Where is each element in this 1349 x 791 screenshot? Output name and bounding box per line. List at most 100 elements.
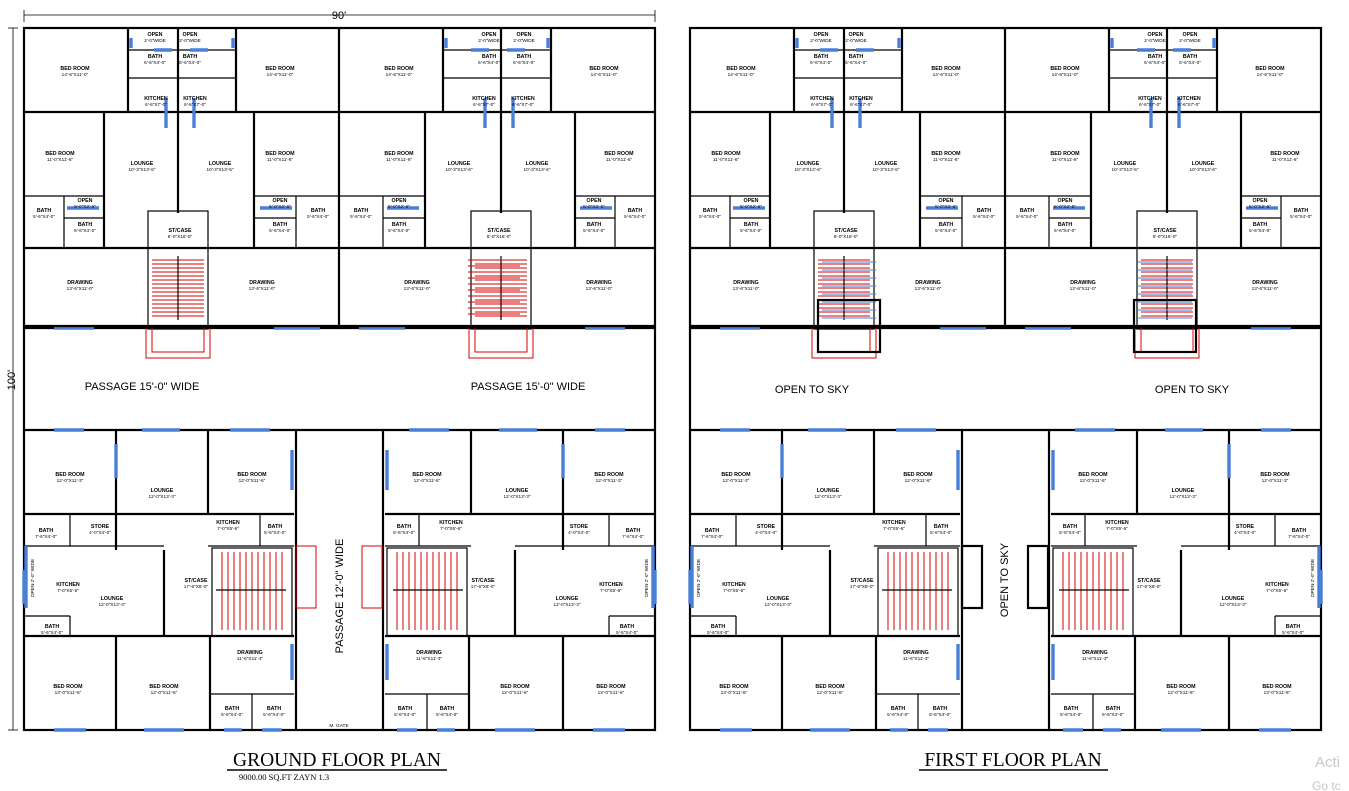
room-name-label: BATH	[1058, 222, 1072, 228]
room-dimension-label: 5'-6"X4'-0"	[1059, 530, 1081, 535]
room-name-label: DRAWING	[586, 280, 612, 286]
room-dimension-label: 12'-0"X11'-6"	[905, 478, 932, 483]
room-dimension-label: 2'-0"WIDE	[845, 38, 867, 43]
room-dimension-label: 5'-6"X4'-0"	[1282, 630, 1304, 635]
room-name-label: KITCHEN	[439, 520, 463, 526]
room-dimension-label: 13'-6"X11'-0"	[249, 286, 276, 291]
room-dimension-label: 5'-6"X4'-0"	[935, 228, 957, 233]
room-dimension-label: 12'-0"X13'-3"	[148, 494, 175, 499]
room-dimension-label: 12'-0"X13'-3"	[553, 602, 580, 607]
room-dimension-label: 7'-0"X5'-6"	[217, 526, 239, 531]
room-dimension-label: 2'-0"WIDE	[1179, 38, 1201, 43]
activation-watermark-line2: Go tc	[1312, 779, 1341, 791]
room-name-label: DRAWING	[416, 650, 442, 656]
room-dimension-label: 14'-6"X11'-0"	[728, 72, 755, 77]
room-name-label: OPEN	[938, 198, 953, 204]
room-dimension-label: 12'-0"X13'-3"	[814, 494, 841, 499]
room-name-label: BED ROOM	[1050, 66, 1080, 72]
room-name-label: LOUNGE	[875, 161, 898, 167]
room-dimension-label: 5'-6"X4'-0"	[478, 60, 500, 65]
room-name-label: KITCHEN	[722, 582, 746, 588]
room-name-label: BATH	[148, 54, 162, 60]
room-name-label: ST/CASE	[835, 228, 858, 234]
room-dimension-label: 5'-6"X4'-0"	[263, 712, 285, 717]
room-dimension-label: 5'-6"X4'-0"	[436, 712, 458, 717]
room-dimension-label: 13'-0"X11'-6"	[598, 690, 625, 695]
room-name-label: LOUNGE	[797, 161, 820, 167]
room-name-label: BATH	[268, 524, 282, 530]
room-name-label: BATH	[397, 524, 411, 530]
room-dimension-label: 6'-6"X4'-0"	[144, 60, 166, 65]
room-name-label: KITCHEN	[882, 520, 906, 526]
room-name-label: BED ROOM	[237, 472, 267, 478]
room-dimension-label: 5'-0"X2'-6"	[1249, 204, 1271, 209]
room-dimension-label: 13'-6"X11'-0"	[1070, 286, 1097, 291]
room-name-label: DRAWING	[1082, 650, 1108, 656]
room-dimension-label: 2'-0"WIDE	[179, 38, 201, 43]
room-dimension-label: 14'-6"X11'-0"	[1052, 72, 1079, 77]
room-name-label: OPEN	[77, 198, 92, 204]
room-name-label: BATH	[849, 54, 863, 60]
room-dimension-label: 5'-6"X4'-0"	[269, 228, 291, 233]
room-name-label: BATH	[711, 624, 725, 630]
room-name-label: BATH	[37, 208, 51, 214]
room-dimension-label: 10'-3"X13'-6"	[1111, 167, 1138, 172]
room-dimension-label: 7'-6"X4'-0"	[622, 534, 644, 539]
room-dimension-label: 12'-0"X11'-6"	[817, 690, 844, 695]
room-dimension-label: 11'-0"X11'-6"	[47, 157, 74, 162]
room-dimension-label: 10'-3"X13'-6"	[445, 167, 472, 172]
room-name-label: BATH	[39, 528, 53, 534]
room-dimension-label: 12'-0"X11'-3"	[57, 478, 84, 483]
room-name-label: BED ROOM	[384, 151, 414, 157]
room-dimension-label: 5'-6"X4'-0"	[930, 530, 952, 535]
room-name-label: OPEN	[182, 32, 197, 38]
ground-floor-subtitle: 9000.00 SQ.FT ZAYN 1.3	[239, 772, 329, 782]
room-name-label: BED ROOM	[604, 151, 634, 157]
room-dimension-label: 5'-6"X4'-0"	[264, 530, 286, 535]
room-name-label: BATH	[482, 54, 496, 60]
room-name-label: KITCHEN	[144, 96, 168, 102]
room-dimension-label: 14'-6"X11'-0"	[267, 72, 294, 77]
room-dimension-label: 6'-0"X16'-0"	[168, 234, 193, 239]
room-dimension-label: 12'-0"X11'-6"	[502, 690, 529, 695]
room-name-label: BATH	[1064, 706, 1078, 712]
room-dimension-label: 4'-0"X4'-0"	[1234, 530, 1256, 535]
room-name-label: BATH	[1063, 524, 1077, 530]
room-name-label: BED ROOM	[149, 684, 179, 690]
first-floor-title: FIRST FLOOR PLAN	[924, 750, 1101, 771]
room-dimension-label: 6'-6"X7'-0"	[145, 102, 167, 107]
room-dimension-label: 13'-6"X11'-0"	[1252, 286, 1279, 291]
room-name-label: LOUNGE	[209, 161, 232, 167]
room-dimension-label: 5'-6"X4'-0"	[221, 712, 243, 717]
room-name-label: LOUNGE	[526, 161, 549, 167]
room-dimension-label: 13'-6"X11'-0"	[915, 286, 942, 291]
room-name-label: ST/CASE	[1138, 578, 1161, 584]
room-name-label: BED ROOM	[815, 684, 845, 690]
room-name-label: DRAWING	[249, 280, 275, 286]
room-name-label: DRAWING	[915, 280, 941, 286]
room-name-label: STORE	[570, 524, 589, 530]
room-dimension-label: 11'-0"X11'-6"	[267, 157, 294, 162]
room-name-label: BED ROOM	[1262, 684, 1292, 690]
room-dimension-label: 6'-6"X7'-0"	[811, 102, 833, 107]
room-name-label: OPEN	[1057, 198, 1072, 204]
room-dimension-label: 6'-6"X7'-0"	[512, 102, 534, 107]
room-dimension-label: 5'-6"X4'-0"	[929, 712, 951, 717]
room-dimension-label: 12'-0"X13'-3"	[764, 602, 791, 607]
room-name-label: LOUNGE	[101, 596, 124, 602]
room-name-label: BATH	[939, 222, 953, 228]
room-dimension-label: 11'-0"X11'-6"	[713, 157, 740, 162]
room-dimension-label: 12'-0"X11'-6"	[414, 478, 441, 483]
room-name-label: OPEN	[586, 198, 601, 204]
room-name-label: BATH	[933, 706, 947, 712]
room-dimension-label: 10'-3"X13'-6"	[206, 167, 233, 172]
room-dimension-label: 5'-6"X4'-0"	[393, 530, 415, 535]
room-dimension-label: 17'-6"X8'-0"	[471, 584, 496, 589]
room-dimension-label: 11'-6"X11'-3"	[237, 656, 264, 661]
room-dimension-label: 5'-6"X4'-0"	[179, 60, 201, 65]
room-name-label: BATH	[1183, 54, 1197, 60]
room-name-label: BATH	[705, 528, 719, 534]
room-dimension-label: 12'-0"X11'-3"	[596, 478, 623, 483]
room-dimension-label: 7'-0"X5'-6"	[1266, 588, 1288, 593]
room-name-label: BATH	[183, 54, 197, 60]
